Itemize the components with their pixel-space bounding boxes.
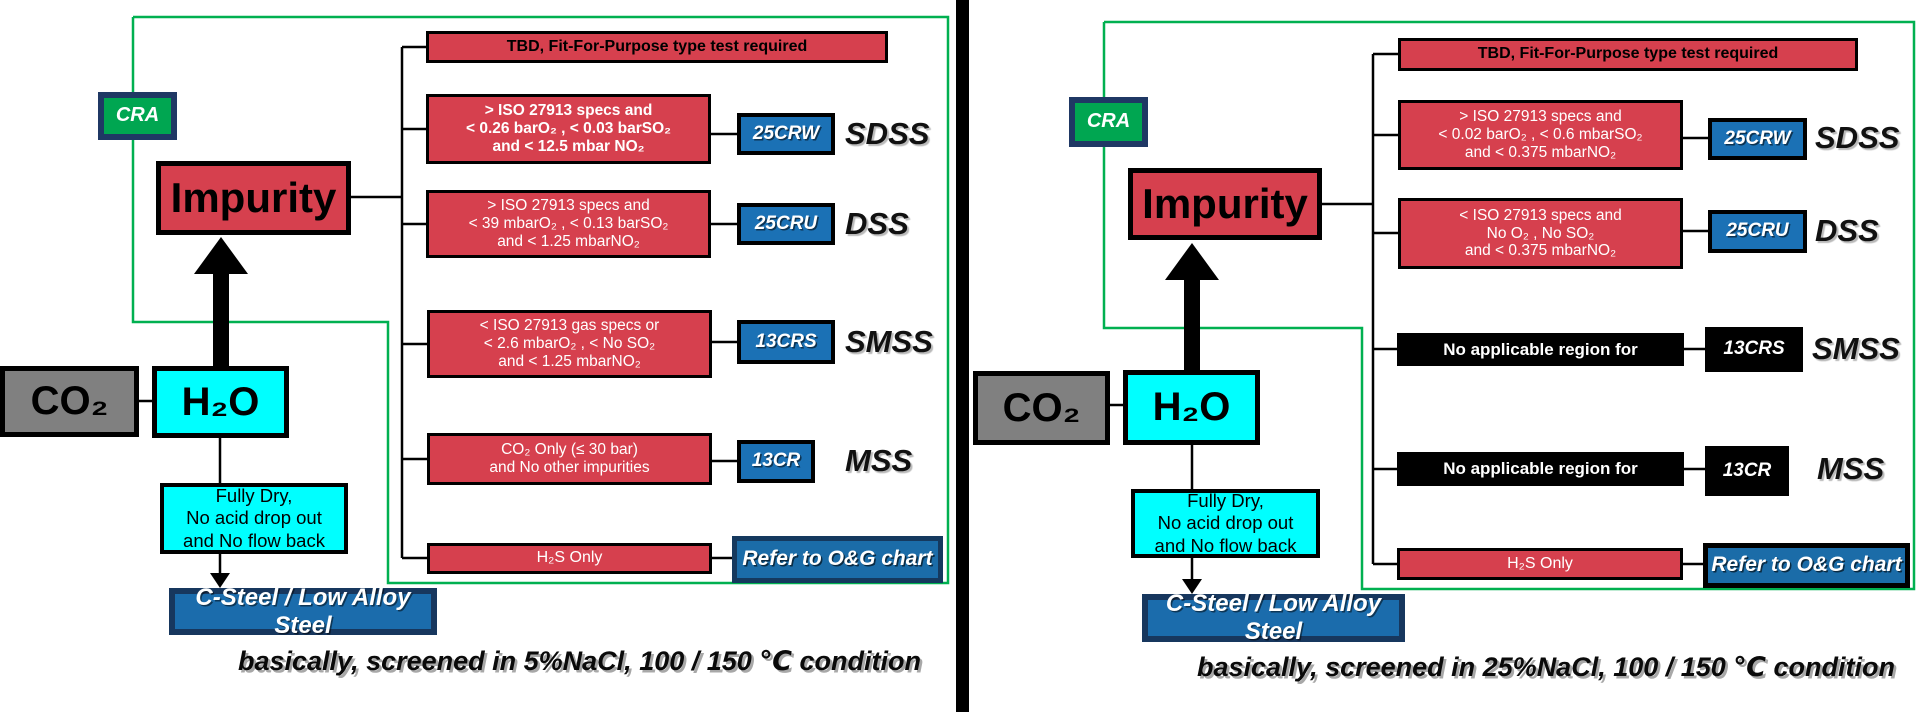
alloy-code-25crw: 25CRW — [737, 113, 835, 155]
green-frame-left — [131, 15, 950, 585]
cra-badge: CRA — [1069, 97, 1148, 147]
fully-dry-box: Fully Dry, No acid drop out and No flow … — [160, 483, 348, 554]
steel-class-sdss: SDSS — [845, 116, 930, 151]
arrowhead-to-csteel-right — [1182, 579, 1202, 594]
h2o-box: H₂O — [152, 366, 289, 438]
condition-box-dss: > ISO 27913 specs and < 39 mbarO₂ , < 0.… — [426, 190, 711, 258]
co2-box: CO₂ — [0, 366, 139, 437]
panel-divider — [956, 0, 969, 712]
steel-class-smss: SMSS — [845, 324, 933, 359]
condition-box-mss: CO₂ Only (≤ 30 bar) and No other impurit… — [427, 433, 712, 485]
h2o-box: H₂O — [1123, 370, 1260, 445]
alloy-code-13cr: 13CR — [737, 440, 815, 483]
alloy-code-13cr: 13CR — [1705, 446, 1789, 496]
no-applicable-region-box-mss: No applicable region for — [1397, 452, 1684, 486]
c-steel-box: C-Steel / Low Alloy Steel — [1142, 590, 1405, 645]
thick-arrow-shaft-right — [1184, 278, 1200, 372]
alloy-code-13crs: 13CRS — [1705, 327, 1803, 372]
steel-class-dss: DSS — [845, 206, 909, 241]
panel-caption: basically, screened in 25%NaCl, 100 / 15… — [1197, 652, 1895, 682]
impurity-box: Impurity — [1128, 168, 1322, 240]
cra-badge: CRA — [98, 92, 177, 140]
steel-class-smss: SMSS — [1812, 331, 1900, 366]
bracket-lines-left — [139, 45, 737, 576]
condition-box-dss: < ISO 27913 specs and No O₂ , No SO₂ and… — [1398, 198, 1683, 269]
panel-caption: basically, screened in 5%NaCl, 100 / 150… — [238, 646, 921, 676]
steel-class-sdss: SDSS — [1815, 120, 1900, 155]
bracket-lines-right — [1110, 52, 1708, 581]
arrowhead-to-csteel-left — [210, 573, 230, 588]
refer-og-chart-box: Refer to O&G chart — [732, 536, 943, 583]
thick-arrowhead-left — [194, 237, 248, 274]
condition-box-smss: < ISO 27913 gas specs or < 2.6 mbarO₂ , … — [427, 310, 712, 378]
fully-dry-box: Fully Dry, No acid drop out and No flow … — [1131, 489, 1320, 558]
alloy-code-25cru: 25CRU — [1708, 210, 1807, 253]
alloy-code-25crw: 25CRW — [1708, 118, 1807, 160]
thick-arrow-shaft-left — [213, 272, 229, 368]
condition-box-sdss: > ISO 27913 specs and < 0.26 barO₂ , < 0… — [426, 94, 711, 164]
green-frame-right — [1102, 20, 1916, 591]
co2-box: CO₂ — [973, 371, 1110, 445]
alloy-code-25cru: 25CRU — [737, 203, 835, 245]
tbd-box: TBD, Fit-For-Purpose type test required — [1398, 38, 1858, 71]
condition-box-h2s: H₂S Only — [427, 543, 712, 574]
condition-box-sdss: > ISO 27913 specs and < 0.02 barO₂ , < 0… — [1398, 100, 1683, 170]
steel-class-dss: DSS — [1815, 213, 1879, 248]
tbd-box: TBD, Fit-For-Purpose type test required — [426, 31, 888, 63]
thick-arrowhead-right — [1165, 243, 1219, 280]
steel-class-mss: MSS — [1817, 451, 1885, 486]
refer-og-chart-box: Refer to O&G chart — [1703, 543, 1910, 588]
alloy-code-13crs: 13CRS — [737, 320, 835, 364]
steel-class-mss: MSS — [845, 443, 913, 478]
impurity-box: Impurity — [156, 161, 351, 235]
no-applicable-region-box-smss: No applicable region for — [1397, 333, 1684, 366]
condition-box-h2s: H₂S Only — [1397, 548, 1683, 580]
c-steel-box: C-Steel / Low Alloy Steel — [169, 584, 437, 639]
